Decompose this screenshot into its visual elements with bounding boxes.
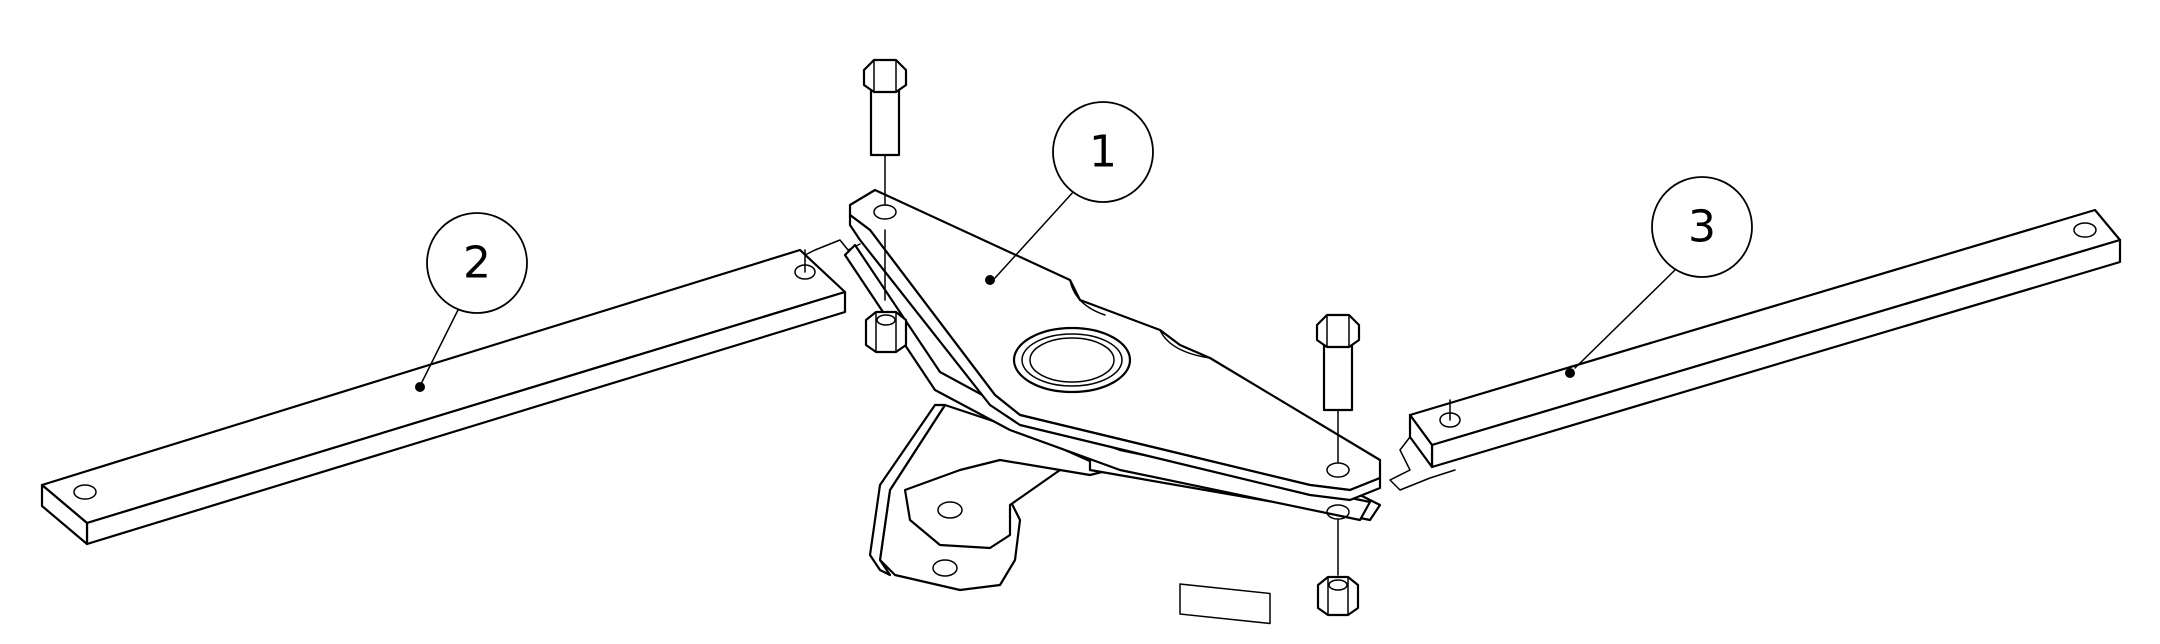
right-bolt <box>1315 313 1361 463</box>
center-bracket <box>843 188 1382 625</box>
callout-2-leader-dot <box>415 382 425 392</box>
callout-3-leader-dot <box>1565 368 1575 378</box>
callout-3-label: 3 <box>1688 202 1716 253</box>
left-bolt <box>862 58 908 206</box>
callout-2: 2 <box>415 212 528 392</box>
callout-1: 1 <box>985 101 1154 285</box>
callout-2-label: 2 <box>463 238 491 289</box>
callout-1-leader-dot <box>985 275 995 285</box>
callout-1-label: 1 <box>1089 127 1117 178</box>
left-flat-bar <box>40 239 861 546</box>
callout-2-bubble <box>426 212 528 314</box>
callout-3: 3 <box>1565 176 1753 378</box>
right-nut <box>1316 519 1360 617</box>
left-nut <box>864 229 908 354</box>
right-flat-bar <box>1389 208 2122 491</box>
callout-1-bubble <box>1052 101 1154 203</box>
callout-3-bubble <box>1651 176 1753 278</box>
